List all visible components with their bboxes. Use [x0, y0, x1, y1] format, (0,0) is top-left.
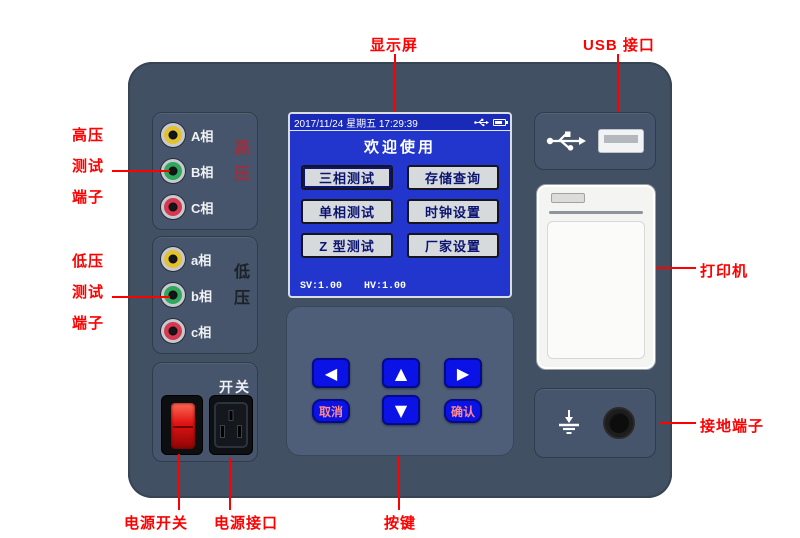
hv-group-label: 高压 [231, 139, 248, 191]
menu-item-single-phase-test[interactable]: 单相测试 [301, 199, 393, 224]
leader-line-printer [656, 267, 696, 269]
annotation-usb-port: USB 接口 [583, 37, 655, 54]
annotation-line: 高压 [72, 127, 105, 144]
inlet-pin [237, 425, 242, 438]
screen-footer: SV:1.00 HV:1.00 [300, 281, 406, 292]
menu-item-three-phase-test[interactable]: 三相测试 [301, 165, 393, 190]
instrument-front-panel: A相 B相 C相 高压 a相 [128, 62, 672, 498]
battery-icon [493, 118, 508, 126]
annotation-power-inlet: 电源接口 [214, 515, 279, 532]
jack-hole [168, 326, 178, 336]
lv-group-label: 低压 [231, 263, 248, 315]
arrow-down-key[interactable]: ▼ [382, 395, 420, 425]
jack-row: B相 [161, 159, 223, 183]
usb-panel [534, 112, 656, 170]
jack-label: A相 [191, 128, 214, 144]
lv-terminal-block: a相 b相 c相 低压 [152, 236, 258, 354]
jack-hole [168, 290, 178, 300]
welcome-title: 欢迎使用 [363, 139, 436, 156]
annotation-display-screen: 显示屏 [370, 37, 419, 54]
annotation-line: 端子 [72, 315, 105, 332]
annotation-ground-terminal: 接地端子 [700, 418, 765, 435]
jack-row: c相 [161, 319, 223, 343]
confirm-key[interactable]: 确认 [444, 399, 482, 423]
banana-jack-phase-b [161, 283, 185, 307]
leader-line-hv [112, 170, 170, 172]
annotation-line: 端子 [72, 189, 105, 206]
annotation-keys: 按键 [384, 515, 417, 532]
battery-fill [495, 120, 502, 124]
screen-menu: 三相测试 存储查询 单相测试 时钟设置 Z 型测试 厂家设置 [290, 165, 510, 258]
menu-item-clock-setting[interactable]: 时钟设置 [407, 199, 499, 224]
keypad-panel: ◀ ▲ ▶ 取消 ▼ 确认 [286, 306, 514, 456]
arrow-right-key[interactable]: ▶ [444, 358, 482, 388]
screen-status-bar: 2017/11/24 星期五 17:29:39 [290, 114, 510, 131]
sv-ratio-value: SV:1.00 [300, 281, 343, 292]
annotation-power-switch: 电源开关 [124, 515, 189, 532]
power-block: 开关 [152, 362, 258, 462]
annotation-line: 测试 [72, 158, 105, 175]
lcd-screen: 2017/11/24 星期五 17:29:39 欢迎使用 三 [288, 112, 512, 298]
annotation-line: 测试 [72, 284, 105, 301]
arrow-up-key[interactable]: ▲ [382, 358, 420, 388]
printer-paper-door [547, 221, 645, 359]
menu-item-z-type-test[interactable]: Z 型测试 [301, 233, 393, 258]
ground-panel [534, 388, 656, 458]
leader-line-ground [660, 422, 696, 424]
cancel-key[interactable]: 取消 [312, 399, 350, 423]
ground-terminal-post [603, 407, 635, 439]
jack-row: a相 [161, 247, 223, 271]
menu-item-factory-setting[interactable]: 厂家设置 [407, 233, 499, 258]
ground-symbol-icon [559, 410, 579, 434]
jack-hole [168, 166, 178, 176]
banana-jack-phase-c [161, 319, 185, 343]
jack-label: c相 [191, 324, 212, 340]
banana-jack-phase-A [161, 123, 185, 147]
jack-row: A相 [161, 123, 223, 147]
jack-hole [168, 130, 178, 140]
jack-label: C相 [191, 200, 214, 216]
annotation-hv-terminals: 高压 测试 端子 [72, 120, 104, 213]
annotation-line: 低压 [72, 253, 105, 270]
usb-status-icon [474, 118, 489, 126]
rocker-button[interactable] [171, 403, 195, 449]
jack-label: b相 [191, 288, 212, 304]
inlet-face [214, 402, 248, 448]
inlet-pin [220, 425, 225, 438]
power-block-label: 开关 [219, 379, 251, 395]
datetime-text: 2017/11/24 星期五 17:29:39 [294, 118, 418, 130]
banana-jack-phase-a [161, 247, 185, 271]
jack-hole [168, 202, 178, 212]
printer [536, 184, 656, 370]
status-icons [474, 118, 508, 127]
jack-row: b相 [161, 283, 223, 307]
leader-line-display [394, 54, 396, 112]
lv-jack-rows: a相 b相 c相 [161, 241, 223, 349]
hv-jack-rows: A相 B相 C相 [161, 117, 223, 225]
usb-port-slot [603, 135, 638, 143]
annotation-printer: 打印机 [700, 263, 749, 280]
usb-symbol-icon [547, 131, 587, 151]
jack-label: a相 [191, 252, 212, 268]
leader-line-lv [112, 296, 170, 298]
power-rocker-switch[interactable] [161, 395, 203, 455]
jack-hole [168, 254, 178, 264]
usb-a-port [597, 129, 644, 153]
printer-button[interactable] [551, 193, 585, 203]
arrow-left-key[interactable]: ◀ [312, 358, 350, 388]
menu-item-storage-query[interactable]: 存储查询 [407, 165, 499, 190]
leader-line-power-switch [178, 454, 180, 510]
leader-line-power-inlet [229, 458, 231, 510]
leader-line-keys [398, 456, 400, 510]
annotation-lv-terminals: 低压 测试 端子 [72, 246, 104, 339]
printer-paper-slot [549, 211, 643, 214]
banana-jack-phase-C [161, 195, 185, 219]
jack-row: C相 [161, 195, 223, 219]
power-inlet-socket [209, 395, 253, 455]
leader-line-usb [617, 54, 619, 112]
jack-label: B相 [191, 164, 214, 180]
hv-ratio-value: HV:1.00 [364, 281, 407, 292]
inlet-pin [228, 410, 234, 421]
